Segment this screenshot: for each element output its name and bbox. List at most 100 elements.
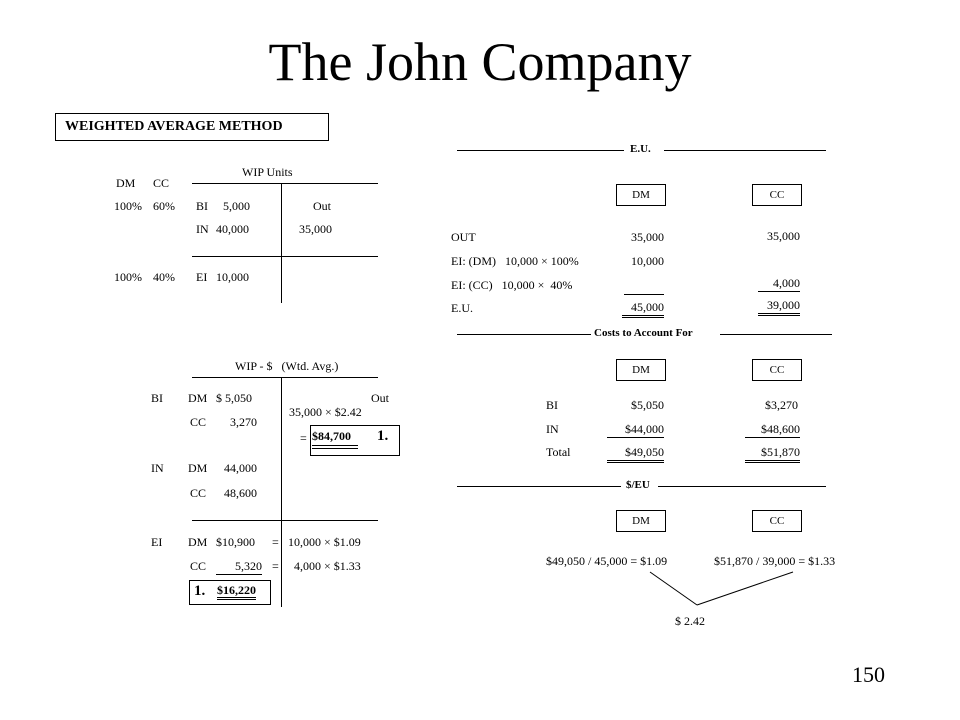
wip-dollars-ei-cc-calc: 4,000 × $1.33 bbox=[294, 559, 361, 573]
costs-header-rule-right bbox=[720, 334, 832, 335]
wip-units-title: WIP Units bbox=[242, 165, 293, 179]
eu-ei-dm-label: EI: (DM) 10,000 × 100% bbox=[451, 254, 579, 268]
wip-dollars-out-calc: 35,000 × $2.42 bbox=[289, 405, 362, 419]
wip-units-ei-dm-pct: 100% bbox=[114, 270, 142, 284]
eu-ei-cc-value: 4,000 bbox=[758, 276, 800, 292]
per-eu-combined: $ 2.42 bbox=[675, 614, 705, 628]
costs-bi-dm: $5,050 bbox=[631, 398, 664, 412]
eu-total-dm: 45,000 bbox=[622, 300, 664, 318]
per-eu-cc-head: CC bbox=[752, 510, 802, 532]
costs-in-label: IN bbox=[546, 422, 559, 436]
wip-units-ei-cc-pct: 40% bbox=[153, 270, 175, 284]
wip-units-in-value: 40,000 bbox=[216, 222, 249, 236]
wip-dollars-bi-label: BI bbox=[151, 391, 163, 405]
wip-dollars-in-dm-value: 44,000 bbox=[224, 461, 257, 475]
wip-dollars-in-dm-label: DM bbox=[188, 461, 208, 475]
wip-units-dm-head: DM bbox=[116, 176, 136, 190]
eu-out-dm: 35,000 bbox=[631, 230, 664, 244]
costs-cc-head: CC bbox=[752, 359, 802, 381]
eu-header-rule-left bbox=[457, 150, 624, 151]
wip-dollars-bi-cc-value: 3,270 bbox=[230, 415, 257, 429]
per-eu-dm-head: DM bbox=[616, 510, 666, 532]
eu-dm-head: DM bbox=[616, 184, 666, 206]
wip-dollars-bi-dm-value: $ 5,050 bbox=[216, 391, 252, 405]
wip-units-in-label: IN bbox=[196, 222, 209, 236]
out-total-marker: 1. bbox=[377, 428, 389, 444]
eu-total-dm-text: 45,000 bbox=[631, 300, 664, 314]
wip-units-ei-label: EI bbox=[196, 270, 208, 284]
wip-units-center-rule bbox=[281, 183, 282, 303]
wip-units-cc-head: CC bbox=[153, 176, 170, 190]
wip-dollars-in-label: IN bbox=[151, 461, 164, 475]
eu-total-cc-text: 39,000 bbox=[767, 298, 800, 312]
wip-dollars-ei-cc-value: 5,320 bbox=[216, 559, 262, 575]
costs-total-dm-text: $49,050 bbox=[625, 445, 664, 459]
eu-ei-cc-value-text: 4,000 bbox=[773, 276, 800, 290]
eu-dm-subtotal-rule bbox=[624, 294, 664, 295]
per-eu-header-rule-left bbox=[457, 486, 621, 487]
ei-total-marker: 1. bbox=[194, 583, 206, 599]
wip-units-bi-dm-pct: 100% bbox=[114, 199, 142, 213]
wip-dollars-out-equals: = bbox=[300, 431, 307, 445]
out-total-value: $84,700 bbox=[312, 429, 351, 443]
page-number: 150 bbox=[852, 662, 885, 687]
eu-out-label: OUT bbox=[451, 230, 476, 244]
wip-dollars-ei-dm-label: DM bbox=[188, 535, 208, 549]
wip-dollars-title: WIP - $ (Wtd. Avg.) bbox=[235, 359, 339, 373]
costs-header: Costs to Account For bbox=[594, 327, 693, 339]
costs-in-cc-text: $48,600 bbox=[761, 422, 800, 436]
wip-dollars-center-rule bbox=[281, 377, 282, 607]
method-label-box: WEIGHTED AVERAGE METHOD bbox=[55, 113, 329, 141]
per-eu-header: $/EU bbox=[626, 479, 650, 491]
ei-total-box bbox=[189, 580, 271, 605]
per-eu-header-rule-right bbox=[658, 486, 826, 487]
costs-bi-cc: $3,270 bbox=[765, 398, 798, 412]
wip-units-out-value: 35,000 bbox=[299, 222, 332, 236]
wip-units-ei-value: 10,000 bbox=[216, 270, 249, 284]
wip-units-bi-cc-pct: 60% bbox=[153, 199, 175, 213]
costs-total-dm: $49,050 bbox=[607, 445, 664, 463]
costs-total-cc-text: $51,870 bbox=[761, 445, 800, 459]
eu-ei-cc-label: EI: (CC) 10,000 × 40% bbox=[451, 278, 573, 292]
eu-out-cc: 35,000 bbox=[767, 229, 800, 243]
ei-total-value: $16,220 bbox=[217, 583, 256, 597]
per-eu-cc-calc: $51,870 / 39,000 = $1.33 bbox=[714, 554, 836, 568]
costs-total-cc: $51,870 bbox=[745, 445, 800, 463]
wip-dollars-out-label: Out bbox=[371, 391, 389, 405]
method-label: WEIGHTED AVERAGE METHOD bbox=[65, 119, 283, 134]
eu-total-cc: 39,000 bbox=[758, 298, 800, 316]
eu-header: E.U. bbox=[630, 143, 651, 155]
out-total-box bbox=[310, 425, 400, 456]
ei-cc-value-text: 5,320 bbox=[235, 559, 262, 573]
wip-dollars-ei-dm-calc: 10,000 × $1.09 bbox=[288, 535, 361, 549]
wip-dollars-ei-cc-eq: = bbox=[272, 559, 279, 573]
costs-total-label: Total bbox=[546, 445, 571, 459]
wip-dollars-ei-rule bbox=[192, 520, 378, 521]
wip-dollars-ei-cc-label: CC bbox=[190, 559, 207, 573]
wip-dollars-ei-label: EI bbox=[151, 535, 163, 549]
wip-units-ei-rule bbox=[192, 256, 378, 257]
costs-bi-label: BI bbox=[546, 398, 558, 412]
wip-dollars-bi-cc-label: CC bbox=[190, 415, 207, 429]
wip-dollars-ei-total: $16,220 bbox=[217, 583, 256, 600]
wip-units-bi-label: BI bbox=[196, 199, 208, 213]
eu-ei-dm-value: 10,000 bbox=[631, 254, 664, 268]
wip-dollars-out-total: $84,700 bbox=[312, 429, 358, 449]
costs-in-dm: $44,000 bbox=[607, 422, 664, 438]
costs-header-rule-left bbox=[457, 334, 591, 335]
wip-dollars-top-rule bbox=[192, 377, 378, 378]
wip-dollars-ei-dm-value: $10,900 bbox=[216, 535, 255, 549]
wip-units-out-label: Out bbox=[313, 199, 331, 213]
page-title: The John Company bbox=[268, 32, 692, 92]
eu-total-label: E.U. bbox=[451, 301, 473, 315]
costs-dm-head: DM bbox=[616, 359, 666, 381]
costs-in-cc: $48,600 bbox=[745, 422, 800, 438]
wip-units-top-rule bbox=[192, 183, 378, 184]
wip-units-bi-value: 5,000 bbox=[223, 199, 250, 213]
costs-in-dm-text: $44,000 bbox=[625, 422, 664, 436]
wip-dollars-ei-dm-eq: = bbox=[272, 535, 279, 549]
wip-dollars-bi-dm-label: DM bbox=[188, 391, 208, 405]
eu-cc-head: CC bbox=[752, 184, 802, 206]
wip-dollars-in-cc-value: 48,600 bbox=[224, 486, 257, 500]
